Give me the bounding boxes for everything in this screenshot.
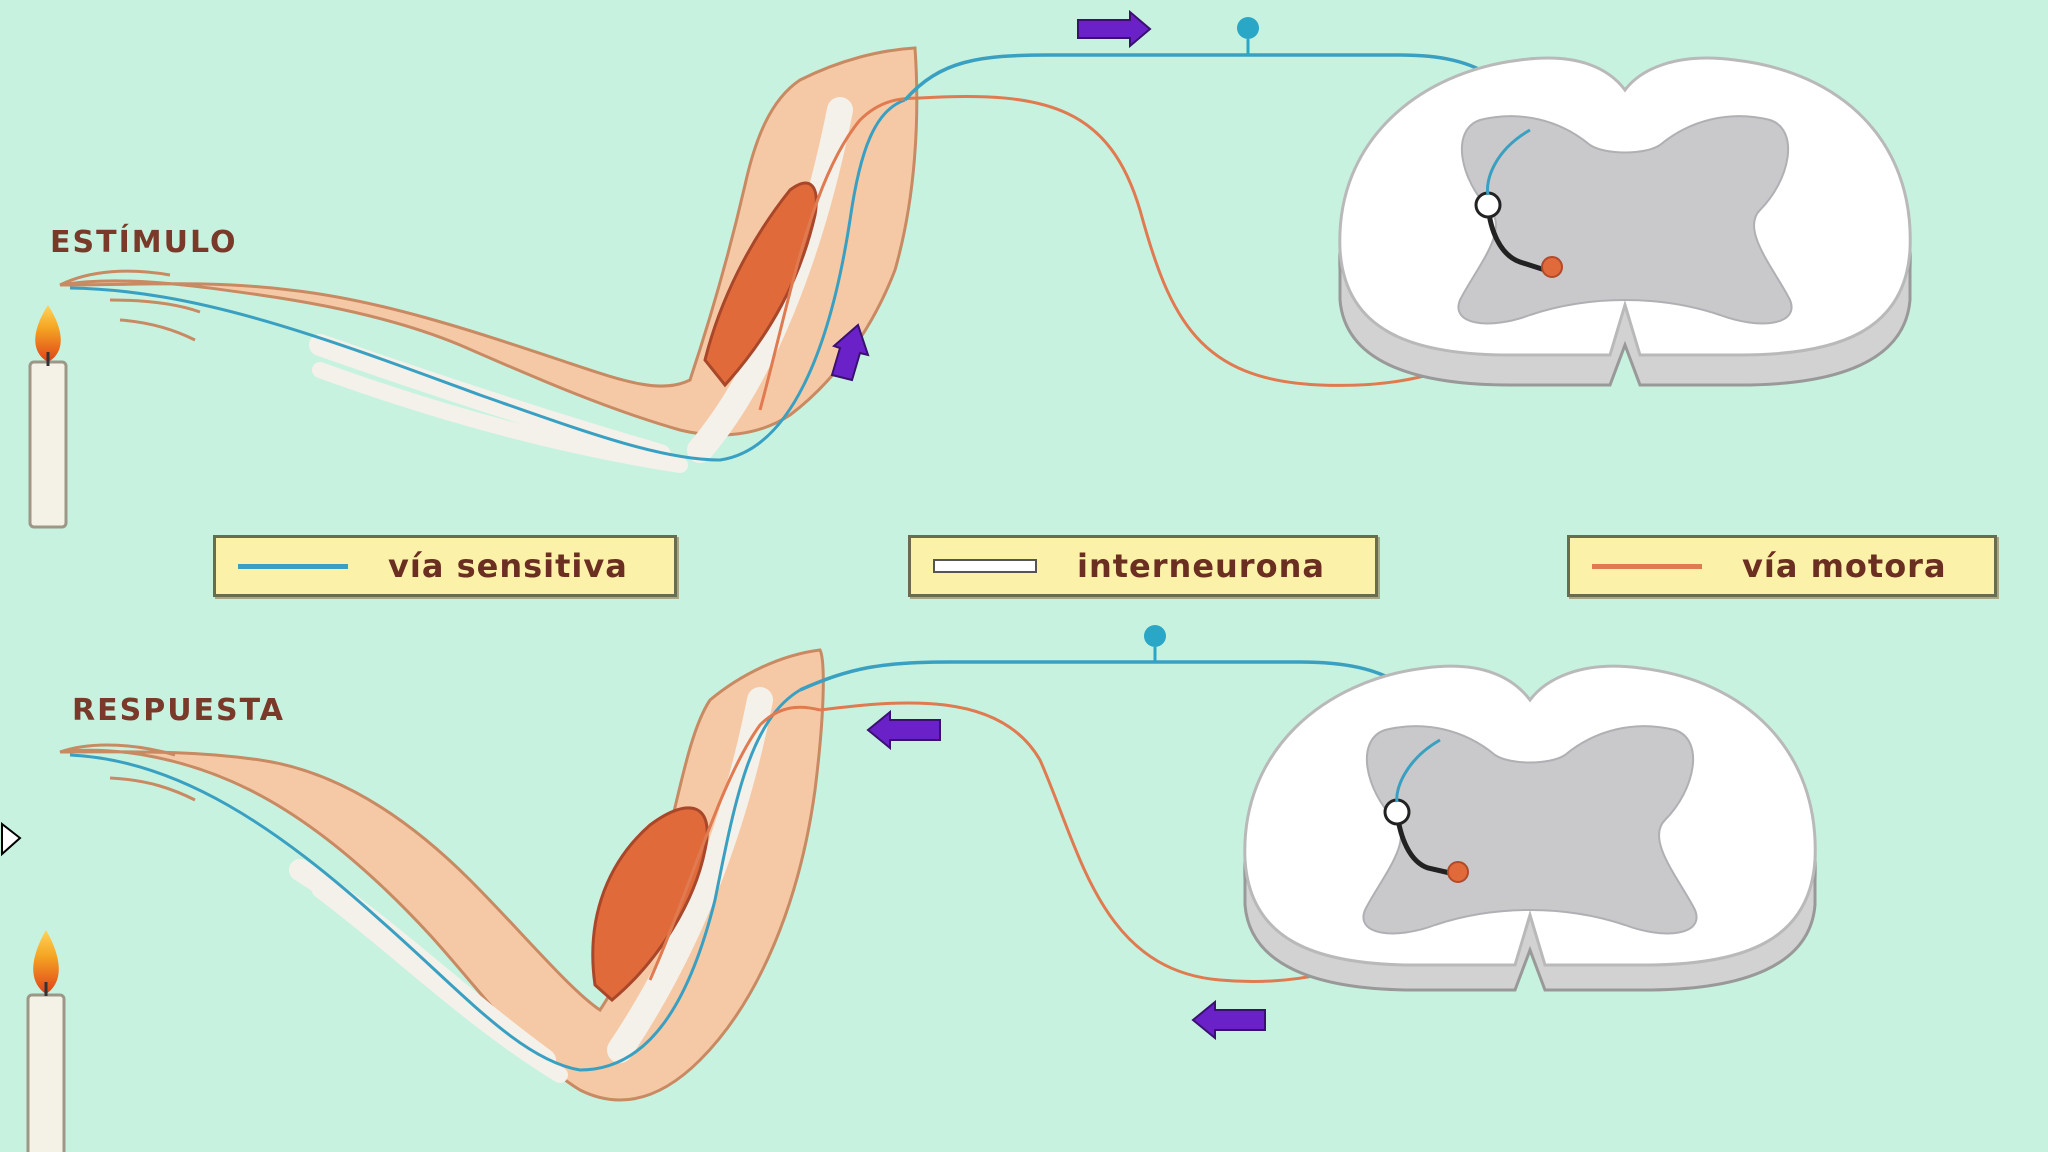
cursor-icon: [1, 822, 22, 857]
ganglion-icon: [1237, 17, 1259, 55]
interneuron-swatch: [933, 559, 1037, 573]
arrow-left-icon: [1191, 999, 1266, 1041]
legend-interneuron-label: interneurona: [1077, 547, 1325, 585]
legend-motor-label: vía motora: [1742, 547, 1947, 585]
ganglion-icon: [1144, 625, 1166, 662]
spinal-cord-section-icon: [1243, 664, 1817, 992]
candle-icon: [26, 930, 66, 1152]
legend-sensory-pathway: vía sensitiva: [213, 535, 677, 597]
response-panel: [26, 625, 1817, 1152]
arm-withdrawn-icon: [59, 648, 825, 1102]
arrow-left-icon: [866, 709, 941, 751]
arrow-up-icon: [830, 323, 870, 382]
arrow-right-icon: [1077, 9, 1152, 49]
arm-flexed-icon: [59, 46, 921, 473]
spinal-cord-section-icon: [1338, 56, 1912, 387]
sensory-swatch: [238, 563, 348, 569]
stimulus-heading: ESTÍMULO: [50, 225, 238, 260]
legend-sensory-label: vía sensitiva: [388, 547, 628, 585]
candle-icon: [28, 305, 68, 529]
legend-motor-pathway: vía motora: [1567, 535, 1997, 597]
motor-swatch: [1592, 563, 1702, 569]
legend-interneuron: interneurona: [908, 535, 1378, 597]
response-heading: RESPUESTA: [72, 693, 285, 728]
stimulus-panel: [28, 9, 1912, 529]
